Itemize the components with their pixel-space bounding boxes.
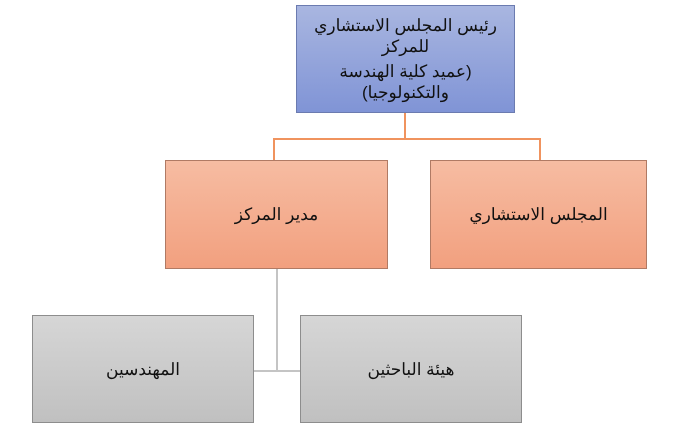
advisory-council-label: المجلس الاستشاري (469, 205, 608, 224)
center-director-label: مدير المركز (234, 205, 319, 224)
advisory-council-chair-box: رئيس المجلس الاستشاري للمركز (عميد كلية … (296, 5, 515, 113)
connector (273, 138, 541, 140)
engineers-box: المهندسين (32, 315, 254, 423)
researchers-box: هيئة الباحثين (300, 315, 522, 423)
connector (254, 370, 300, 372)
chair-subtitle: (عميد كلية الهندسة والتكنولوجيا) (339, 62, 472, 102)
connector (276, 269, 278, 372)
connector (404, 113, 406, 140)
center-director-box: مدير المركز (165, 160, 388, 269)
advisory-council-box: المجلس الاستشاري (430, 160, 647, 269)
chair-title: رئيس المجلس الاستشاري للمركز (314, 16, 497, 56)
connector (273, 138, 275, 160)
researchers-label: هيئة الباحثين (367, 359, 455, 379)
engineers-label: المهندسين (106, 359, 180, 379)
connector (539, 138, 541, 160)
